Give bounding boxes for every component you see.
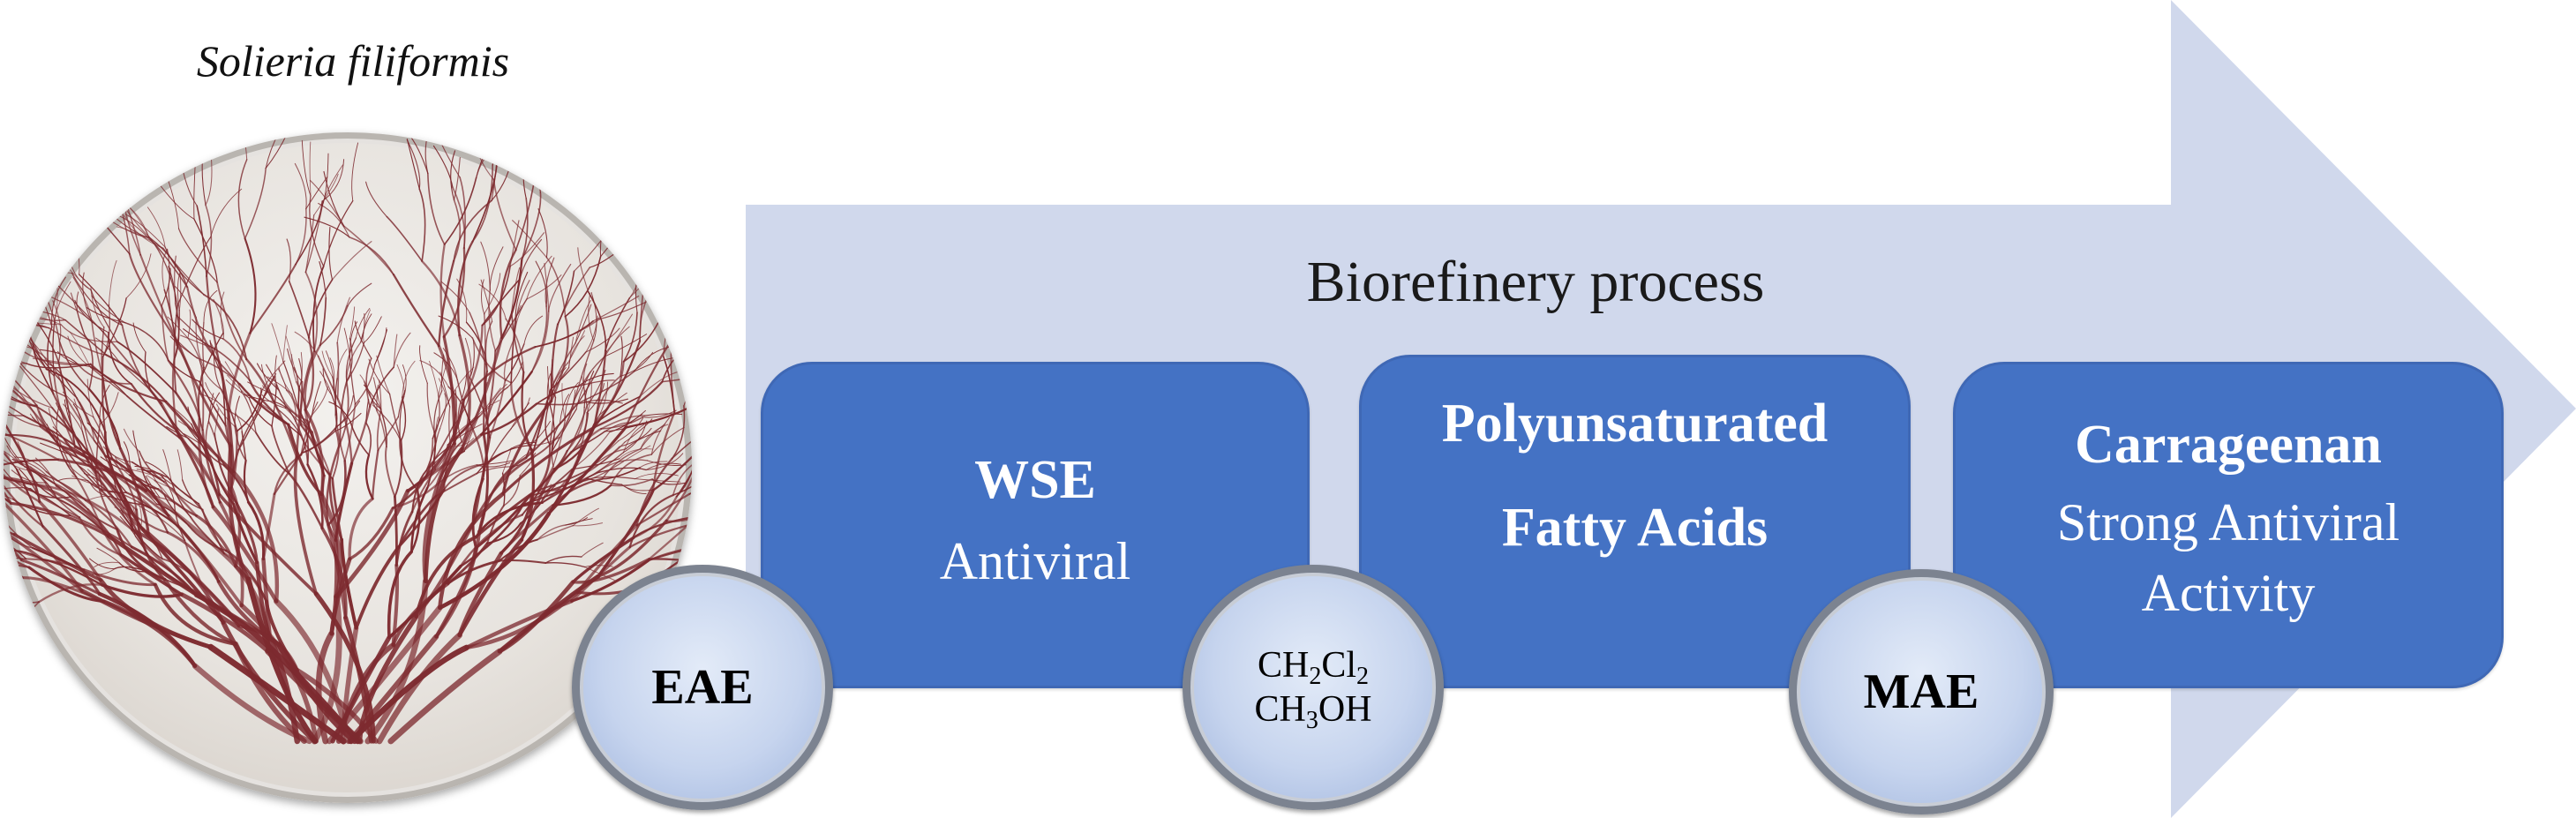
activity-antiviral: Antiviral xyxy=(939,532,1131,590)
solvent-dichloromethane: CH2Cl2 xyxy=(1257,645,1370,690)
activity-line-2: Activity xyxy=(2141,564,2316,622)
seaweed-image xyxy=(4,132,692,745)
process-title: Biorefinery process xyxy=(1306,250,1765,314)
solvent-methanol: CH3OH xyxy=(1254,689,1372,734)
product-carrageenan: Carrageenan xyxy=(2075,415,2382,475)
method-node-solvents: CH2Cl2 CH3OH xyxy=(1183,565,1444,810)
step-box-carrageenan: Carrageenan Strong Antiviral Activity xyxy=(1953,362,2504,688)
activity-line-1: Strong Antiviral xyxy=(2056,493,2400,552)
product-wse: WSE xyxy=(974,450,1096,510)
method-node-eae: EAE xyxy=(572,565,833,810)
step-box-fatty-acids: Polyunsaturated Fatty Acids xyxy=(1359,355,1911,688)
method-label-eae: EAE xyxy=(651,660,754,715)
method-node-mae: MAE xyxy=(1789,569,2054,814)
method-label-mae: MAE xyxy=(1863,664,1979,719)
product-line-2: Fatty Acids xyxy=(1501,498,1769,558)
species-label: Solieria filiformis xyxy=(196,36,510,86)
product-line-1: Polyunsaturated xyxy=(1441,394,1829,454)
